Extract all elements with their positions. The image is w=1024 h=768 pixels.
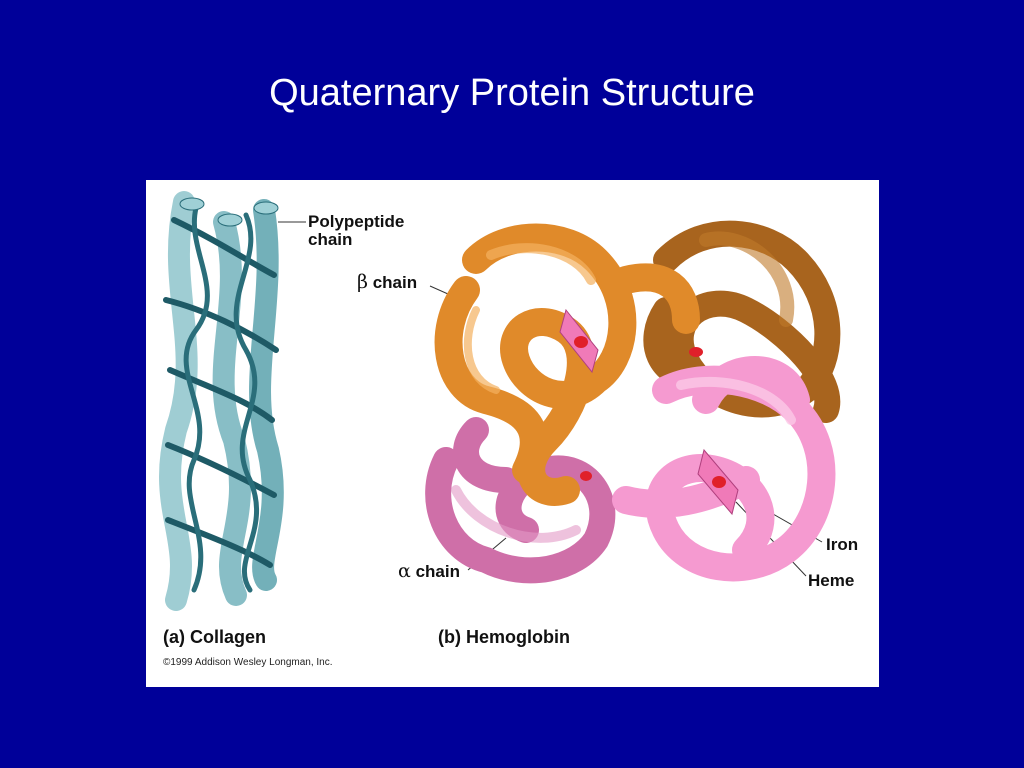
- polypeptide-label-line2: chain: [308, 230, 353, 249]
- polypeptide-chain-label: Polypeptide chain: [308, 213, 404, 249]
- figure-illustration: [159, 191, 841, 611]
- beta-chain-text: chain: [372, 273, 418, 292]
- figure-panel: Polypeptide chain β chain α chain Iron H…: [146, 180, 879, 687]
- polypeptide-label-line1: Polypeptide: [308, 212, 405, 231]
- alpha-chain-text: chain: [415, 562, 460, 581]
- alpha-chain-label: α chain: [398, 562, 460, 581]
- hemoglobin-structure: [425, 220, 841, 584]
- copyright-notice: ©1999 Addison Wesley Longman, Inc.: [163, 657, 333, 668]
- heme-groups: [559, 308, 739, 516]
- iron-label: Iron: [826, 535, 859, 554]
- alpha-symbol: α: [398, 560, 411, 582]
- beta-chain-label: β chain: [357, 273, 417, 292]
- heme-label: Heme: [808, 571, 855, 590]
- collagen-helix: [159, 191, 284, 611]
- slide-title: Quaternary Protein Structure: [269, 72, 755, 114]
- hemoglobin-caption: (b) Hemoglobin: [438, 627, 570, 647]
- beta-symbol: β: [357, 271, 368, 293]
- collagen-caption: (a) Collagen: [163, 627, 267, 647]
